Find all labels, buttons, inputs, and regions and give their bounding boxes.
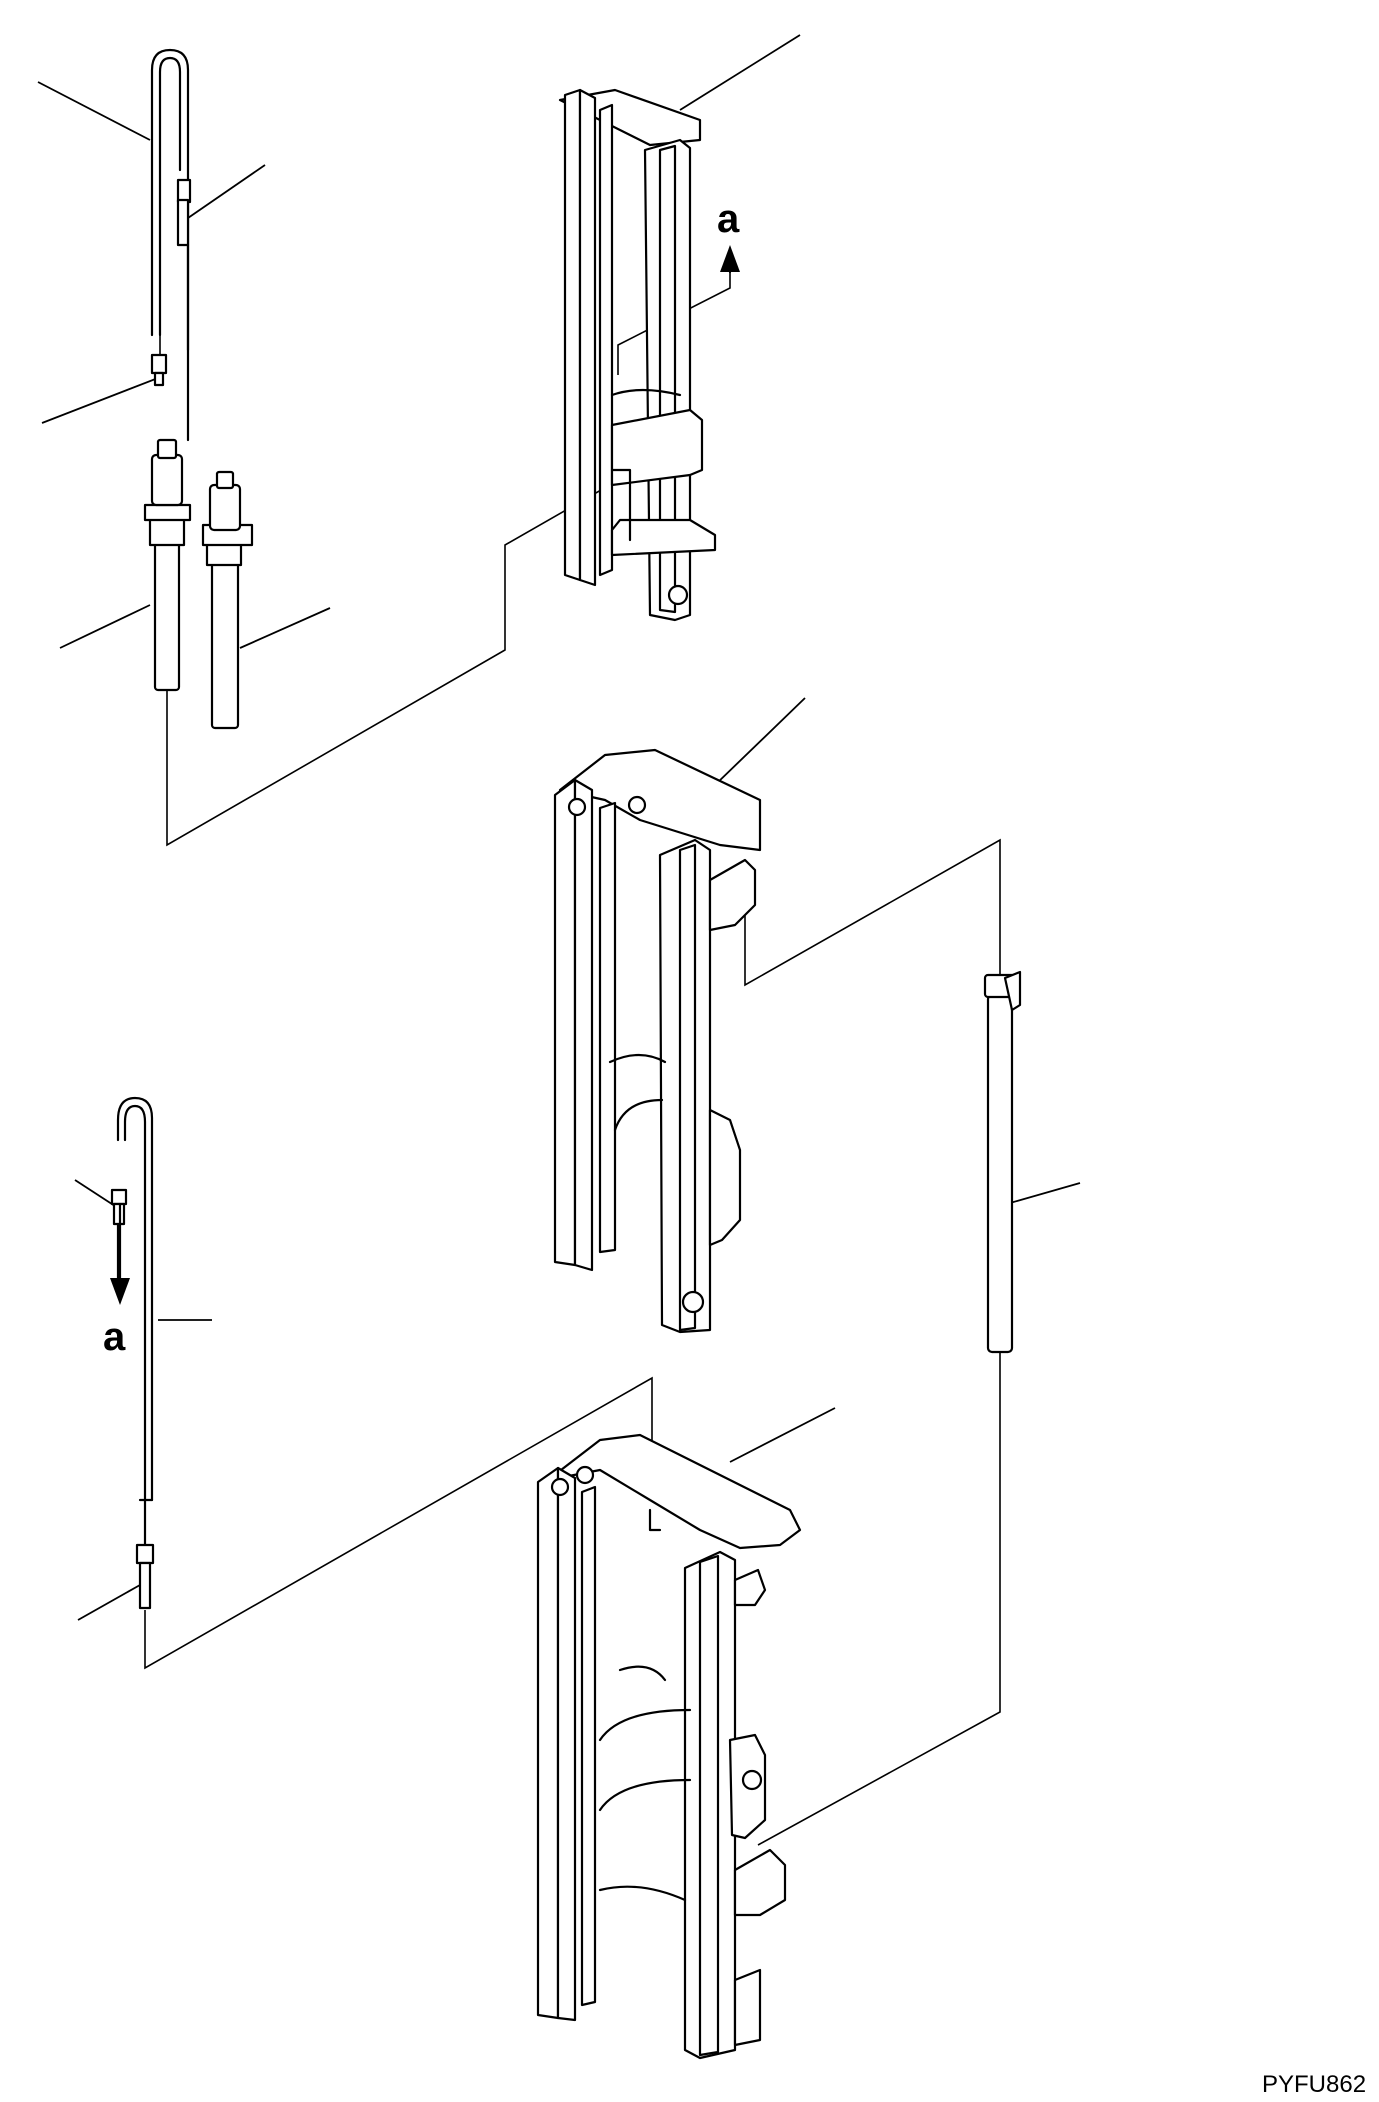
upper-chain-hook-rod xyxy=(150,48,192,442)
long-lift-cylinder xyxy=(983,970,1022,1354)
drawing-code: PYFU862 xyxy=(1262,2071,1366,2098)
middle-mast xyxy=(553,748,762,1334)
outer-mast xyxy=(536,1433,802,2060)
callout-arrow-upper xyxy=(720,245,740,274)
upper-twin-lift-cylinders xyxy=(143,438,254,730)
callout-label-upper: a xyxy=(717,197,740,241)
leader-lines xyxy=(37,34,1081,1621)
callout-arrow-lower xyxy=(110,1202,130,1305)
callout-label-lower: a xyxy=(103,1315,126,1359)
inner-mast xyxy=(558,88,717,622)
